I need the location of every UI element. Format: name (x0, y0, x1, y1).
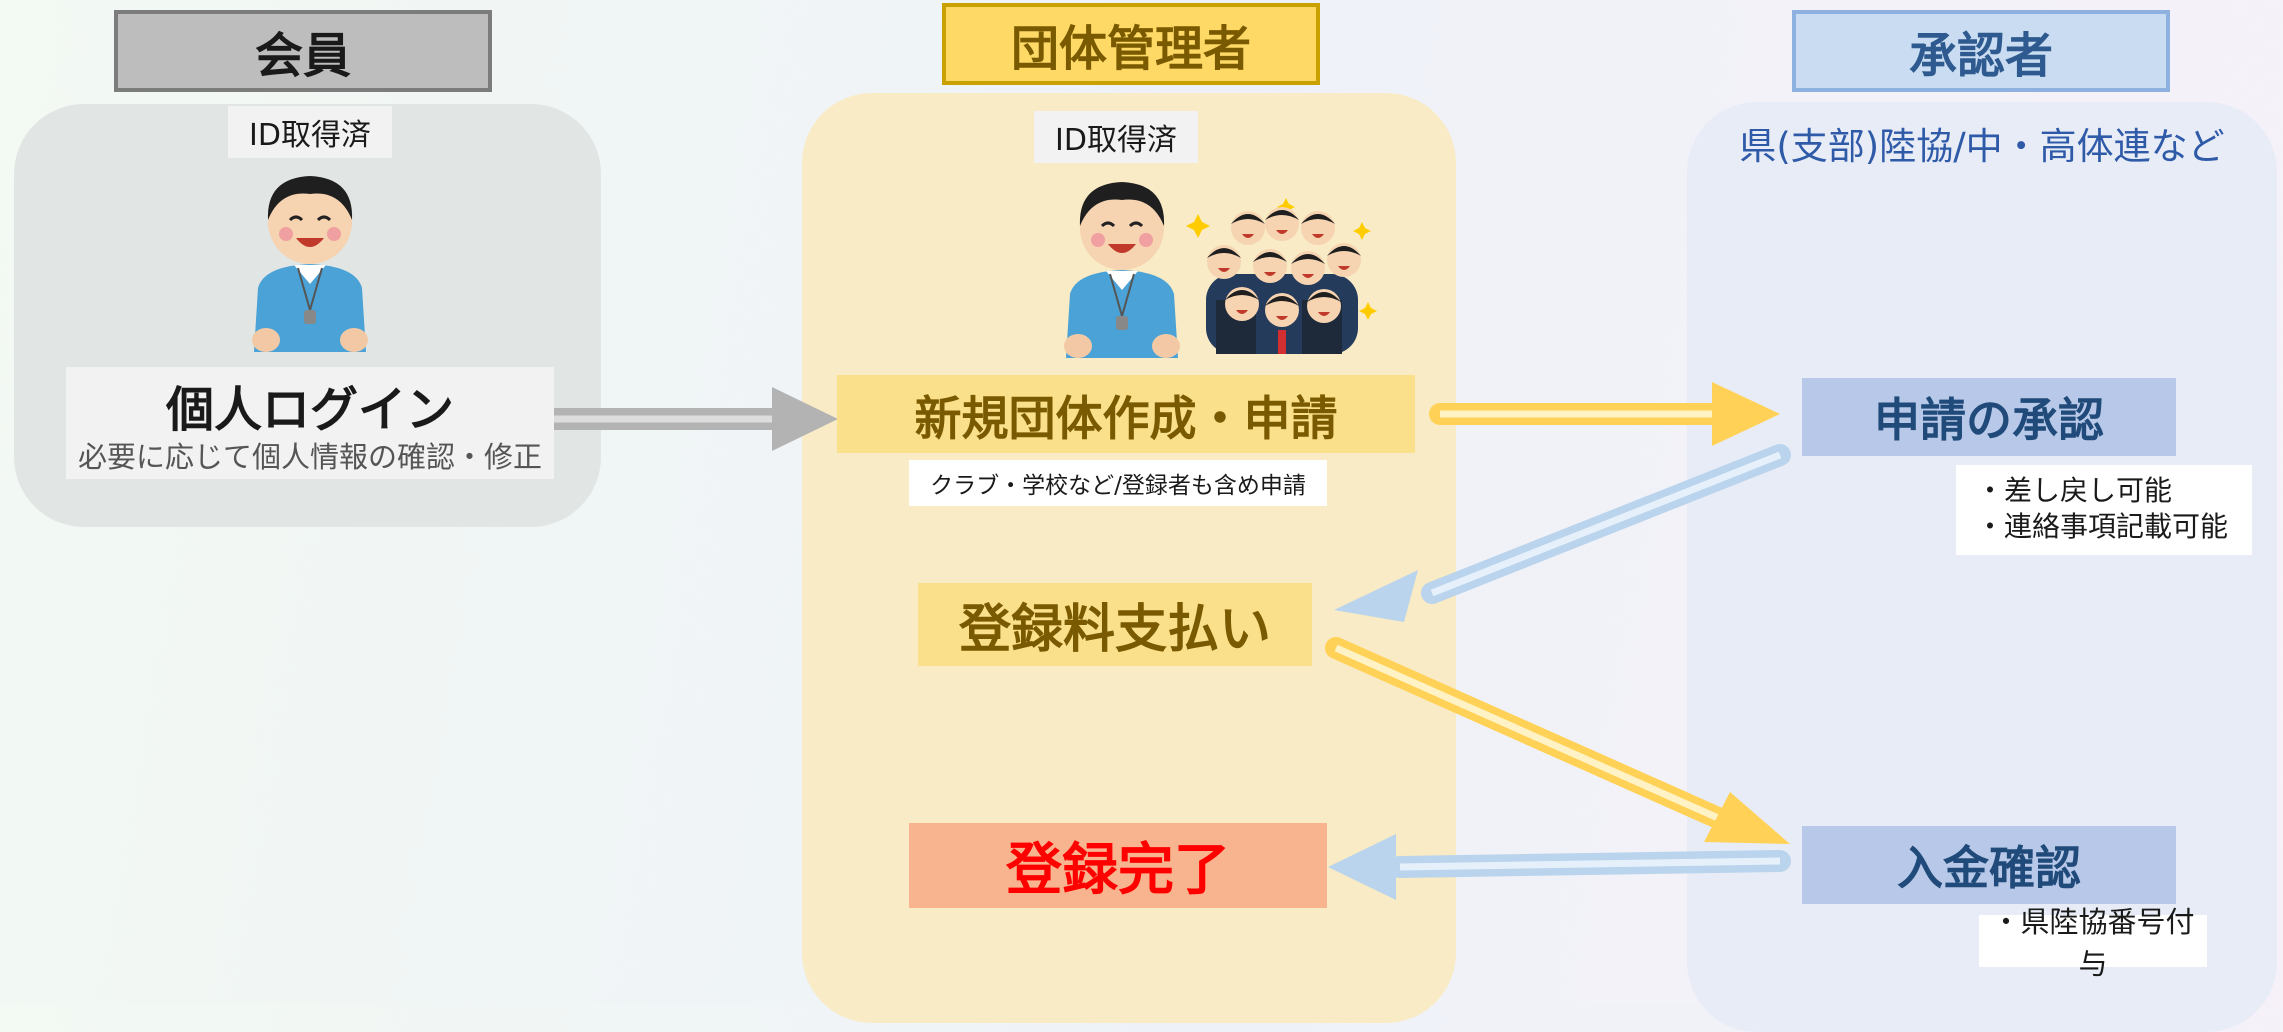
arrow-create-to-approve (1429, 382, 1780, 446)
personal-login-step: 個人ログイン 必要に応じて個人情報の確認・修正 (66, 367, 554, 479)
arrow-pay-to-confirm (1325, 637, 1790, 844)
registration-complete-step: 登録完了 (909, 823, 1327, 908)
approve-note-message: ・連絡事項記載可能 (1976, 510, 2229, 543)
admin-header: 団体管理者 (942, 3, 1320, 85)
member-header: 会員 (114, 10, 492, 92)
approve-notes-box: ・差し戻し可能 ・連絡事項記載可能 (1956, 465, 2252, 555)
arrow-login-to-create (541, 387, 838, 451)
payment-step: 登録料支払い (918, 583, 1312, 666)
admin-id-label: ID取得済 (1034, 111, 1198, 163)
personal-login-title: 個人ログイン (165, 382, 454, 438)
create-group-note: クラブ・学校など/登録者も含め申請 (909, 460, 1327, 506)
flow-arrows (541, 382, 1791, 900)
arrow-approve-to-pay (1334, 444, 1791, 622)
member-id-label: ID取得済 (228, 106, 392, 158)
personal-login-subtitle: 必要に応じて個人情報の確認・修正 (77, 440, 542, 474)
group-cheering-icon (1186, 198, 1377, 354)
payment-confirm-step: 入金確認 (1802, 826, 2176, 904)
approver-subtitle: 県(支部)陸協/中・高体連など (1739, 125, 2225, 168)
approve-note-return: ・差し戻し可能 (1976, 474, 2173, 507)
arrow-confirm-to-done (1328, 834, 1791, 900)
create-group-step: 新規団体作成・申請 (837, 375, 1415, 453)
approve-application-step: 申請の承認 (1802, 378, 2176, 456)
payment-confirm-note: ・県陸協番号付与 (1979, 905, 2207, 981)
staff-person-icon (1064, 182, 1180, 358)
staff-person-icon (252, 176, 368, 352)
approver-header: 承認者 (1792, 10, 2170, 92)
